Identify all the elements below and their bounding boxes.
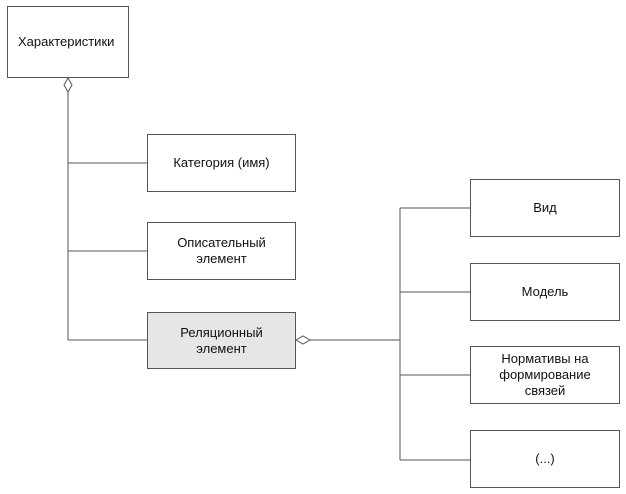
node-model: Модель — [470, 263, 620, 321]
node-descriptive-element-label: Описательный элемент — [177, 235, 266, 266]
node-model-label: Модель — [521, 284, 569, 299]
node-relational-element: Реляционный элемент — [147, 312, 296, 369]
node-view: Вид — [470, 179, 620, 237]
node-category-label: Категория (имя) — [173, 155, 270, 170]
node-link-norms-label: Нормативы на формирование связей — [499, 351, 591, 398]
aggregation-diamond-characteristics — [63, 76, 73, 94]
node-descriptive-element: Описательный элемент — [147, 222, 296, 280]
node-etc-label: (...) — [535, 451, 555, 466]
node-link-norms: Нормативы на формирование связей — [470, 346, 620, 404]
node-characteristics-label: Характеристики — [18, 34, 115, 49]
node-view-label: Вид — [533, 200, 557, 215]
aggregation-diamond-relational — [294, 335, 312, 345]
node-relational-element-label: Реляционный элемент — [180, 324, 263, 356]
node-category: Категория (имя) — [147, 134, 296, 192]
node-etc: (...) — [470, 430, 620, 488]
node-characteristics: Характеристики — [7, 6, 129, 78]
